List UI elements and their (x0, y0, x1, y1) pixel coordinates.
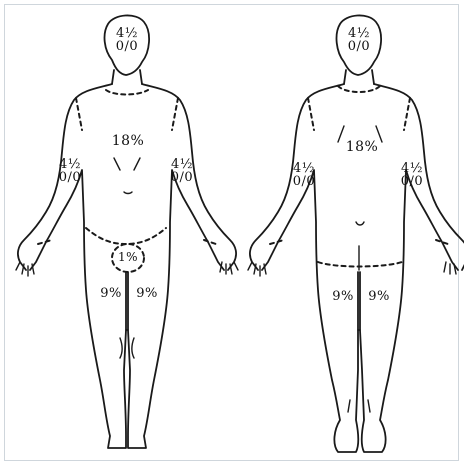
front-neck-dash (106, 90, 148, 95)
front-head-label: 4½ 0/0 (112, 27, 142, 53)
front-knees (120, 338, 134, 358)
front-figure (16, 15, 238, 448)
back-right-leg-label: 9% (362, 290, 396, 303)
back-left-shoulder-dash (308, 98, 314, 130)
front-navel (124, 192, 132, 194)
front-chest-marks (114, 158, 140, 170)
back-achilles (348, 400, 370, 412)
front-left-arm-label: 4½ 0/0 (58, 158, 82, 184)
back-right-shoulder-dash (404, 98, 410, 130)
front-groin-dash (86, 228, 166, 244)
back-neck-dash (338, 86, 380, 92)
front-neck (112, 70, 142, 84)
front-left-arm-pct: 0/0 (59, 170, 81, 185)
front-right-shoulder-dash (172, 98, 178, 130)
front-right-arm-label: 4½ 0/0 (170, 158, 194, 184)
front-left-shoulder-dash (76, 98, 82, 130)
back-right-arm-label: 4½ 0/0 (400, 162, 424, 188)
front-genital-label: 1% (114, 251, 142, 263)
front-right-leg-label: 9% (130, 287, 164, 300)
back-head-label: 4½ 0/0 (344, 27, 374, 53)
front-right-arm-pct: 0/0 (171, 170, 193, 185)
back-figure (248, 15, 464, 452)
front-left-leg-label: 9% (94, 287, 128, 300)
back-buttock-dash (318, 262, 402, 267)
back-left-arm-pct: 0/0 (293, 174, 315, 189)
back-head-pct: 0/0 (348, 39, 370, 54)
back-trunk-label: 18% (340, 140, 384, 154)
back-lower-back (356, 222, 364, 225)
front-right-wrist-dash (204, 240, 216, 244)
back-left-arm-label: 4½ 0/0 (292, 162, 316, 188)
back-right-hand (444, 262, 456, 274)
back-neck (344, 70, 374, 84)
front-trunk-label: 18% (106, 134, 150, 148)
front-head-pct: 0/0 (116, 39, 138, 54)
front-inner-legs (126, 272, 128, 330)
back-left-leg-label: 9% (326, 290, 360, 303)
back-right-arm-pct: 0/0 (401, 174, 423, 189)
